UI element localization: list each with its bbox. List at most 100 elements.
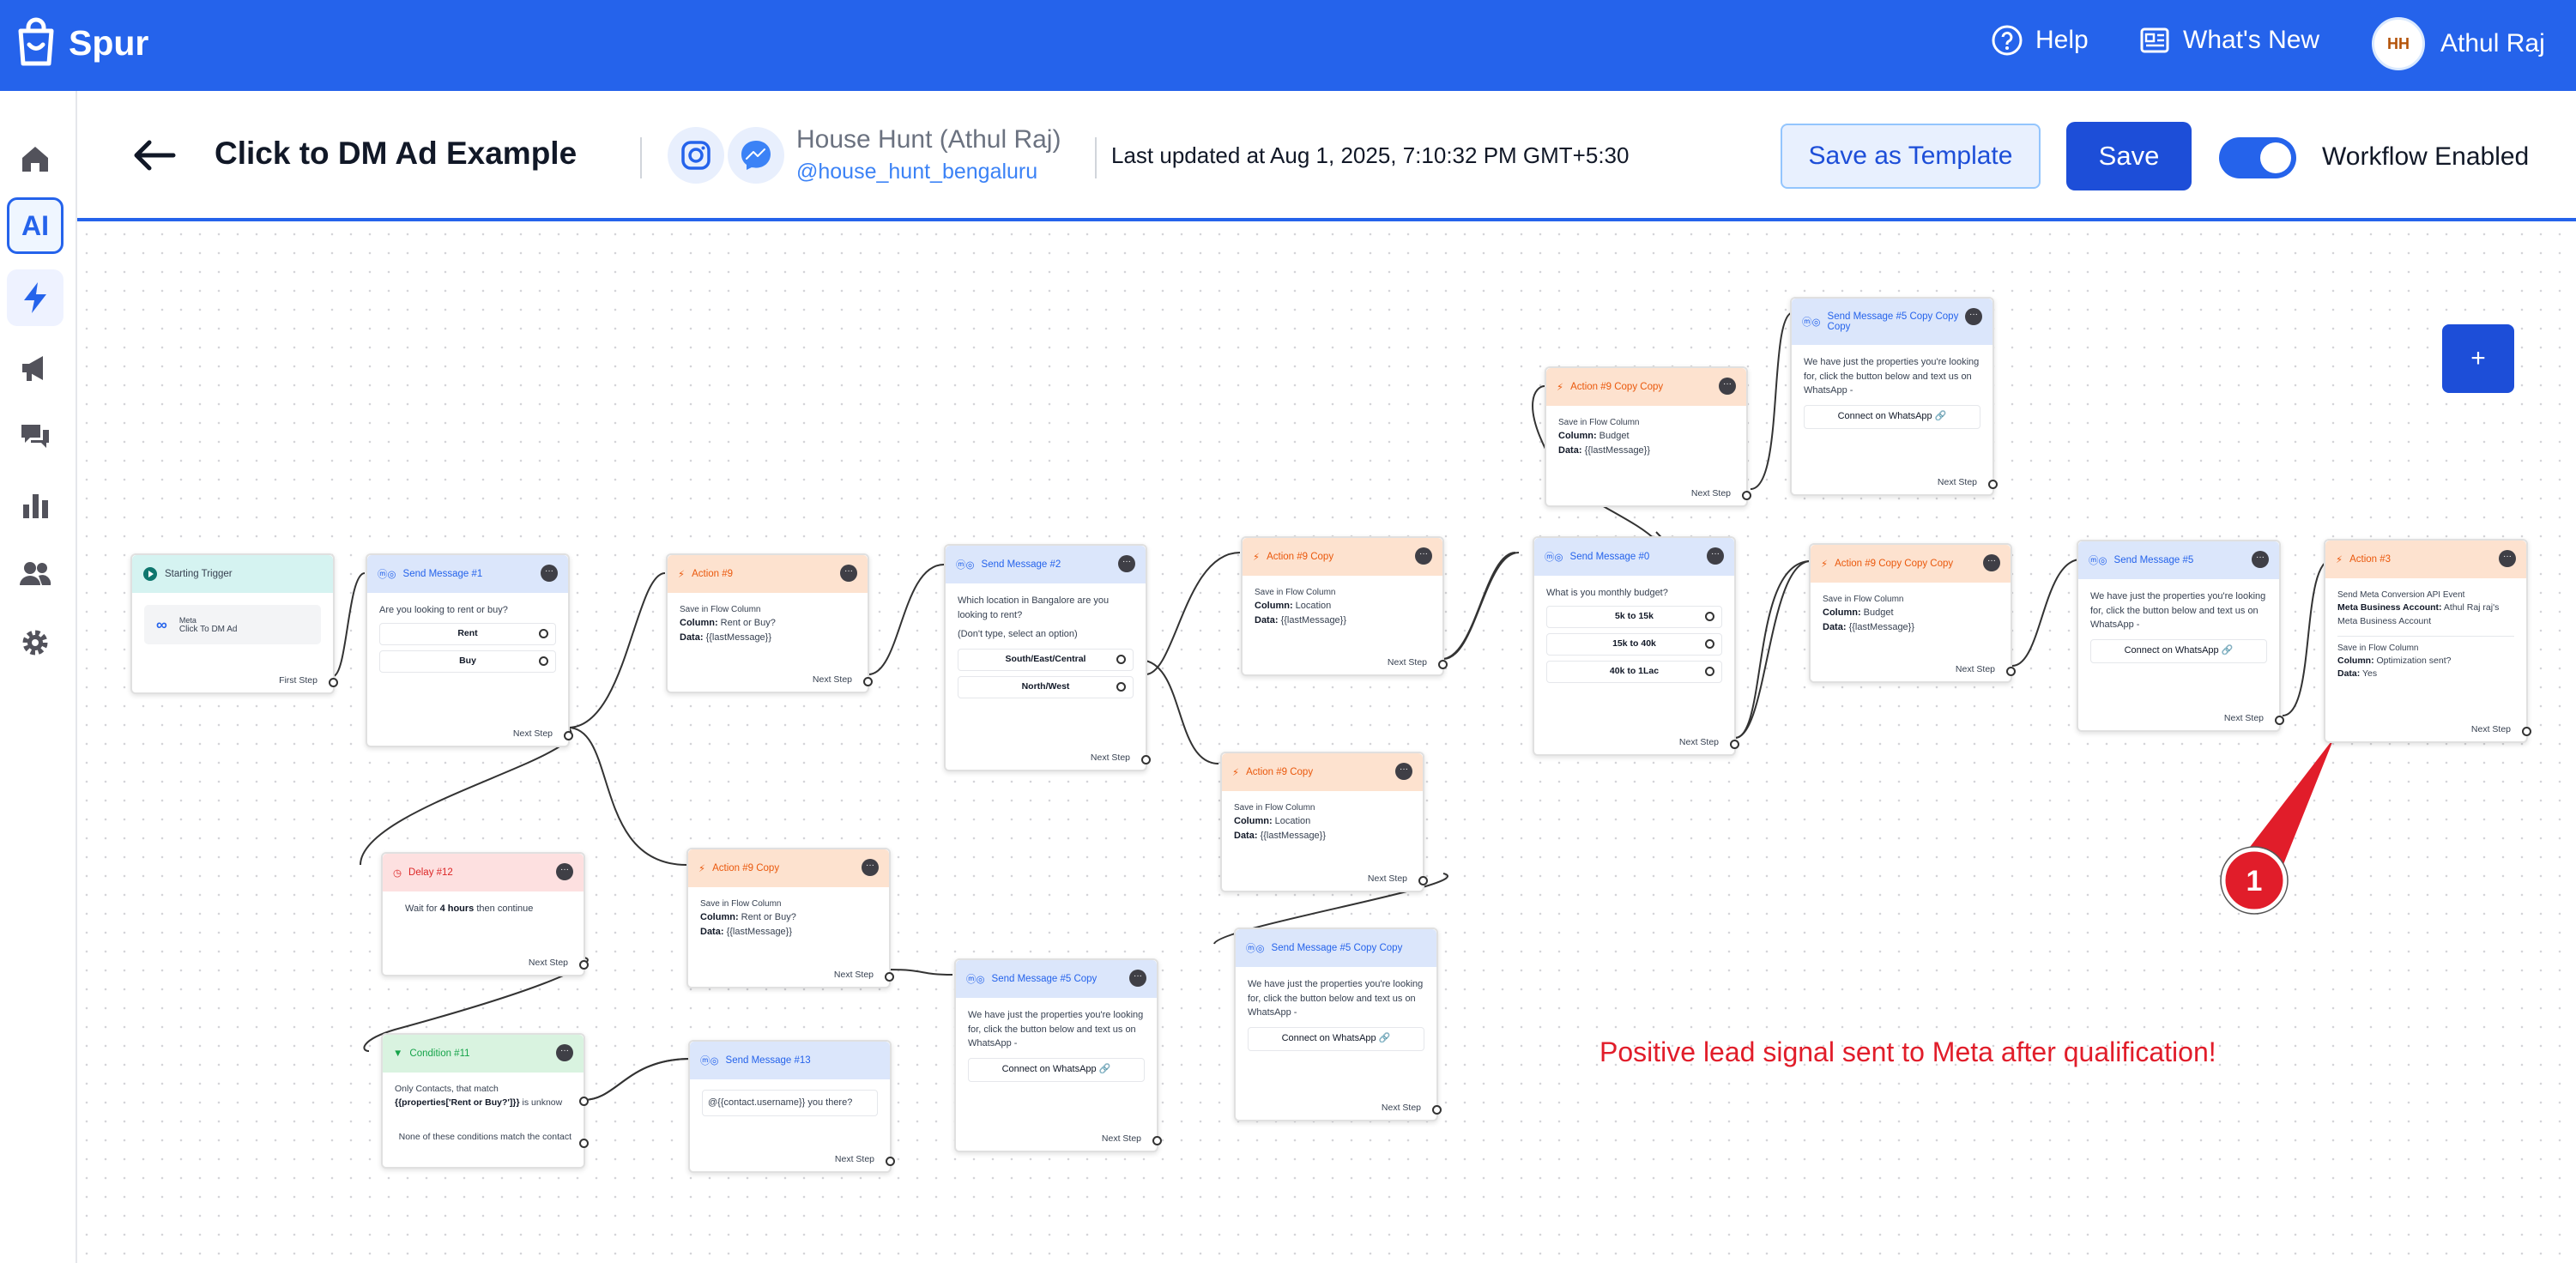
action-type: Save in Flow Column — [2337, 643, 2419, 653]
option-label: 5k to 15k — [1615, 610, 1654, 621]
more-icon[interactable]: ··· — [862, 859, 879, 876]
settings-icon[interactable] — [7, 614, 63, 671]
option-button[interactable]: South/East/Central — [958, 648, 1134, 671]
page-title[interactable]: Click to DM Ad Example — [215, 136, 577, 171]
save-button[interactable]: Save — [2066, 122, 2192, 190]
more-icon[interactable]: ··· — [1965, 308, 1982, 325]
workflow-enabled-toggle[interactable] — [2219, 137, 2296, 178]
more-icon[interactable]: ··· — [1719, 378, 1736, 395]
output-port[interactable] — [2006, 667, 2016, 676]
send-message-node[interactable]: ⓜ◎Send Message #13 @{{contact.username}}… — [688, 1040, 895, 1173]
output-port[interactable] — [564, 731, 573, 740]
connect-whatsapp-button[interactable]: Connect on WhatsApp 🔗 — [968, 1057, 1145, 1082]
action-node[interactable]: ⚡Action #9 Copy Copy··· Save in Flow Col… — [1545, 366, 1751, 507]
message-text: We have just the properties you're looki… — [2090, 591, 2266, 630]
option-button[interactable]: North/West — [958, 675, 1134, 698]
link-icon: 🔗 — [1378, 1033, 1391, 1044]
option-button[interactable]: 40k to 1Lac — [1546, 660, 1722, 683]
output-port[interactable] — [1432, 1105, 1442, 1115]
output-port[interactable] — [1438, 660, 1448, 669]
more-icon[interactable]: ··· — [1395, 763, 1412, 780]
action-node[interactable]: ⚡Action #9 Copy Copy Copy··· Save in Flo… — [1809, 543, 2016, 683]
data-value: {{lastMessage}} — [1260, 830, 1327, 841]
option-button[interactable]: Buy — [379, 650, 556, 673]
more-icon[interactable]: ··· — [1415, 547, 1432, 565]
output-port[interactable] — [579, 960, 589, 970]
broadcast-icon[interactable] — [7, 340, 63, 396]
delay-node[interactable]: ◷Delay #12··· Wait for 4 hours then cont… — [381, 852, 589, 976]
output-port[interactable] — [1742, 491, 1751, 500]
output-port[interactable] — [2275, 716, 2284, 725]
connect-whatsapp-button[interactable]: Connect on WhatsApp 🔗 — [1248, 1026, 1424, 1051]
next-step-label: Next Step — [1955, 664, 1995, 674]
chats-icon[interactable] — [7, 408, 63, 465]
ai-button[interactable]: AI — [7, 197, 63, 254]
node-header: ⓜ◎Send Message #13 — [690, 1042, 890, 1079]
option-button[interactable]: Rent — [379, 622, 556, 645]
send-message-node[interactable]: ⓜ◎Send Message #5··· We have just the pr… — [2077, 540, 2284, 732]
spur-logo[interactable]: Spur — [14, 17, 148, 69]
output-port[interactable] — [863, 677, 873, 686]
next-step-label: First Step — [279, 675, 317, 686]
connect-whatsapp-button[interactable]: Connect on WhatsApp 🔗 — [1804, 404, 1980, 429]
action-type: Save in Flow Column — [1558, 418, 1640, 427]
whats-new-link[interactable]: What's New — [2138, 24, 2319, 57]
more-icon[interactable]: ··· — [556, 1044, 573, 1061]
flows-icon[interactable] — [7, 269, 63, 326]
node-title: Condition #11 — [409, 1048, 470, 1059]
send-message-node[interactable]: ⓜ◎Send Message #0··· What is you monthly… — [1533, 536, 1739, 756]
save-as-template-button[interactable]: Save as Template — [1781, 124, 2041, 189]
output-port[interactable] — [1730, 740, 1739, 749]
contacts-icon[interactable] — [7, 546, 63, 602]
add-node-button[interactable]: + — [2442, 324, 2514, 393]
back-arrow-icon[interactable] — [130, 134, 177, 177]
more-icon[interactable]: ··· — [1983, 554, 2000, 571]
output-port[interactable] — [2522, 727, 2531, 736]
divider — [640, 137, 642, 178]
label: Data: — [1234, 830, 1258, 841]
output-port[interactable] — [579, 1139, 589, 1148]
more-icon[interactable]: ··· — [840, 565, 857, 582]
node-title: Action #9 Copy Copy Copy — [1835, 559, 1954, 569]
send-message-node[interactable]: ⓜ◎Send Message #1··· Are you looking to … — [366, 553, 573, 747]
more-icon[interactable]: ··· — [1129, 970, 1146, 987]
label: Data: — [700, 926, 724, 937]
output-port[interactable] — [579, 1097, 589, 1106]
account-handle[interactable]: @house_hunt_bengaluru — [796, 160, 1038, 184]
action-node[interactable]: ⚡Action #3··· Send Meta Conversion API E… — [2324, 539, 2531, 743]
send-message-node[interactable]: ⓜ◎Send Message #5 Copy Copy We have just… — [1234, 928, 1442, 1121]
send-message-node[interactable]: ⓜ◎Send Message #5 Copy··· We have just t… — [954, 958, 1162, 1152]
home-icon[interactable] — [7, 130, 63, 187]
analytics-icon[interactable] — [7, 477, 63, 534]
more-icon[interactable]: ··· — [556, 863, 573, 880]
output-port[interactable] — [1988, 480, 1998, 489]
output-port[interactable] — [1141, 755, 1151, 764]
send-message-node[interactable]: ⓜ◎Send Message #5 Copy Copy Copy··· We h… — [1790, 297, 1998, 496]
connect-whatsapp-button[interactable]: Connect on WhatsApp 🔗 — [2090, 638, 2267, 663]
output-port[interactable] — [329, 678, 338, 687]
more-icon[interactable]: ··· — [1118, 555, 1135, 572]
condition-node[interactable]: ▼Condition #11··· Only Contacts, that ma… — [381, 1033, 589, 1169]
help-link[interactable]: Help — [1991, 24, 2089, 57]
more-icon[interactable]: ··· — [541, 565, 558, 582]
output-port[interactable] — [1152, 1136, 1162, 1145]
option-button[interactable]: 15k to 40k — [1546, 632, 1722, 656]
node-title: Send Message #5 Copy Copy — [1271, 943, 1403, 953]
output-port[interactable] — [886, 1157, 895, 1166]
more-icon[interactable]: ··· — [2252, 551, 2269, 568]
more-icon[interactable]: ··· — [1707, 547, 1724, 565]
option-button[interactable]: 5k to 15k — [1546, 605, 1722, 628]
user-menu[interactable]: HH Athul Raj — [2372, 17, 2545, 70]
output-port[interactable] — [885, 972, 894, 982]
more-icon[interactable]: ··· — [2499, 550, 2516, 567]
messenger-instagram-icon: ⓜ◎ — [1545, 553, 1563, 563]
messenger-instagram-icon: ⓜ◎ — [2089, 556, 2107, 566]
output-port[interactable] — [1418, 876, 1428, 885]
send-message-node[interactable]: ⓜ◎Send Message #2··· Which location in B… — [944, 544, 1151, 771]
